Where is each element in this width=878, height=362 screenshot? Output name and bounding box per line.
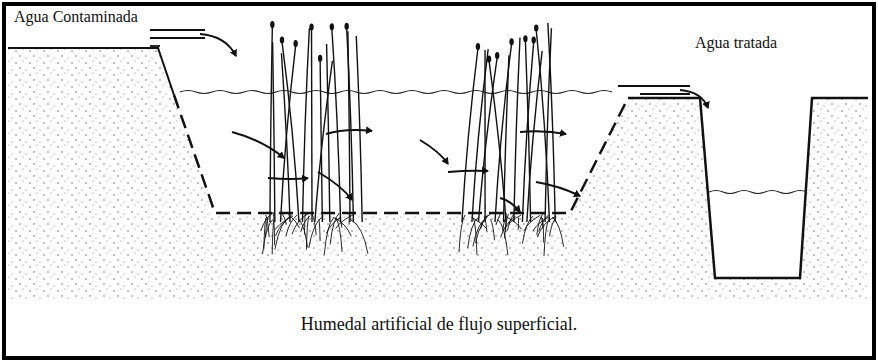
reed-stroke (479, 57, 498, 222)
reed-head (476, 43, 480, 50)
outflow-lines (618, 86, 708, 108)
frame (4, 4, 874, 358)
reed-stroke (550, 217, 557, 236)
reed-stroke (309, 216, 324, 248)
reed-head (495, 52, 499, 59)
reed-plants (261, 21, 564, 256)
reed-stroke (536, 30, 549, 222)
reed-stroke (484, 50, 485, 222)
reed-stroke (270, 27, 272, 222)
reed-head (293, 40, 297, 47)
reed-stroke (347, 28, 354, 222)
reed-stroke (302, 28, 309, 222)
reed-stroke (489, 61, 506, 222)
reed-stroke (356, 36, 362, 222)
figure-caption: Humedal artificial de flujo superficial. (301, 314, 577, 335)
reed-stroke (336, 214, 355, 228)
reed-stroke (539, 215, 549, 232)
reed-stroke (473, 217, 488, 247)
outlet-channel (628, 98, 868, 278)
flow-label: Agua tratada (695, 34, 777, 52)
reed-stroke (276, 216, 293, 236)
reed-stroke (544, 220, 549, 256)
reed-stroke (282, 42, 299, 222)
reed-stroke (333, 217, 351, 236)
reed-head (280, 36, 284, 43)
flow-label: Agua Contaminada (14, 8, 138, 26)
reed-stroke (541, 217, 543, 228)
reed-stroke (332, 29, 341, 222)
reed-stroke (351, 220, 368, 254)
reed-stroke (330, 213, 339, 244)
reed-stroke (324, 218, 333, 255)
reed-stroke (524, 215, 541, 231)
reed-stroke (272, 220, 274, 254)
reed-head (534, 25, 538, 32)
reed-stroke (275, 215, 292, 250)
reed-head (509, 38, 513, 45)
inflow-lines (150, 30, 236, 56)
reed-stroke (319, 219, 320, 241)
reed-stroke (336, 218, 342, 252)
reed-stroke (281, 53, 290, 222)
reed-stroke (514, 38, 520, 222)
water-surface (180, 91, 612, 94)
reed-stroke (525, 41, 530, 222)
reed-head (270, 21, 274, 28)
reed-stroke (280, 46, 295, 222)
reed-stroke (299, 219, 308, 247)
reed-head (344, 23, 348, 30)
reed-stroke (462, 48, 478, 222)
reed-stroke (505, 213, 507, 232)
basin-liner (174, 95, 628, 213)
reed-head (330, 23, 334, 30)
reed-head (531, 37, 535, 44)
reed-stroke (498, 219, 508, 255)
reed-stroke (518, 217, 519, 230)
reed-stroke (311, 29, 313, 222)
reed-head (487, 55, 491, 62)
soil (8, 48, 868, 300)
reed-stroke (273, 42, 275, 222)
reed-stroke (349, 213, 350, 224)
reed-stroke (320, 60, 322, 222)
reed-stroke (273, 212, 274, 245)
reed-head (309, 24, 313, 31)
reed-stroke (548, 23, 555, 222)
reed-stroke (459, 215, 465, 252)
reed-stroke (484, 216, 487, 232)
reed-head (318, 55, 322, 62)
reed-stroke (491, 219, 495, 240)
reed-stroke (327, 44, 330, 222)
reed-stroke (266, 217, 268, 238)
reed-head (523, 35, 527, 42)
reed-stroke (503, 219, 505, 231)
reed-stroke (505, 215, 522, 229)
